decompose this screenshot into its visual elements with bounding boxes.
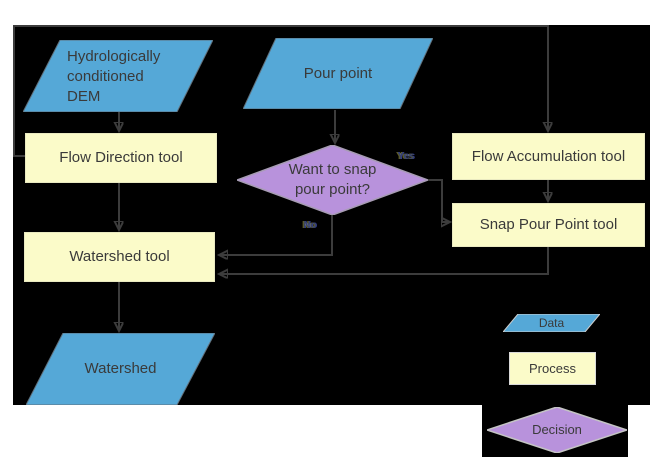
parallelogram-shape bbox=[26, 333, 215, 405]
diamond-shape bbox=[487, 407, 627, 453]
node-watershed-label: Watershed bbox=[84, 360, 157, 377]
legend-item-decision: Decision bbox=[487, 407, 627, 453]
node-flow-direction-label: Flow Direction tool bbox=[59, 149, 183, 166]
legend-item-process: Process bbox=[509, 352, 596, 385]
edge-decision-no-to-watershed-tool bbox=[219, 215, 333, 255]
node-flow-accumulation: Flow Accumulation tool bbox=[452, 133, 645, 180]
edge-snap-pour-point-to-watershed-tool bbox=[219, 247, 549, 274]
edge-label-yes: Yes bbox=[397, 151, 415, 162]
node-decision: Want to snap pour point? bbox=[237, 145, 428, 215]
parallelogram-shape bbox=[243, 38, 433, 109]
legend-item-data: Data bbox=[503, 314, 600, 332]
edge-flow-direction-to-flow-accumulation bbox=[13, 25, 548, 157]
parallelogram-shape bbox=[503, 314, 600, 332]
node-watershed-tool: Watershed tool bbox=[24, 232, 215, 282]
node-pour-point: Pour point bbox=[243, 38, 433, 109]
diamond-shape bbox=[237, 145, 428, 215]
node-watershed: Watershed bbox=[26, 333, 215, 405]
node-decision-label: Want to snap pour point? bbox=[288, 161, 377, 198]
node-snap-pour-point-label: Snap Pour Point tool bbox=[479, 216, 618, 233]
node-dem: Hydrologically conditioned DEM bbox=[23, 40, 213, 112]
node-watershed-tool-label: Watershed tool bbox=[69, 248, 170, 265]
parallelogram-shape bbox=[23, 40, 213, 112]
node-dem-label: Hydrologically conditioned DEM bbox=[67, 48, 161, 105]
node-flow-direction: Flow Direction tool bbox=[25, 133, 217, 183]
edge-decision-yes-to-snap-pour-point bbox=[428, 179, 450, 222]
legend-data-label: Data bbox=[538, 316, 565, 330]
node-snap-pour-point: Snap Pour Point tool bbox=[452, 203, 645, 247]
legend-decision-label: Decision bbox=[532, 422, 582, 437]
node-flow-accumulation-label: Flow Accumulation tool bbox=[471, 147, 626, 165]
node-pour-point-label: Pour point bbox=[303, 64, 373, 82]
legend-process-label: Process bbox=[529, 360, 576, 376]
edge-label-no: No bbox=[303, 220, 317, 231]
